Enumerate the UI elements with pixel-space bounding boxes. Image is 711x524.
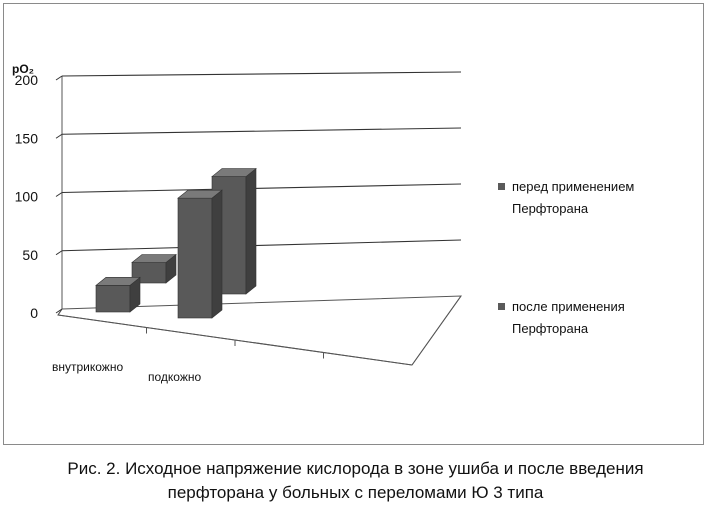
y-tick-mark-50 <box>55 250 63 256</box>
bar-подкожно-before <box>177 189 223 319</box>
legend-label-before-line2: Перфторана <box>512 201 589 216</box>
y-tick-mark-200 <box>55 75 63 81</box>
category-labels: внутрикожно подкожно <box>52 360 201 384</box>
y-tick-labels: 0 50 100 150 200 <box>15 72 39 321</box>
side-wall-edge <box>57 76 63 316</box>
legend-label-after-line1: после применения <box>512 299 625 314</box>
legend-swatch-before <box>498 183 505 190</box>
bars <box>95 167 257 319</box>
gridline-100 <box>61 183 462 194</box>
bar-подкожно-after-side <box>245 167 257 295</box>
y-axis-label: pO₂ <box>12 62 34 76</box>
legend-swatch-after <box>498 303 505 310</box>
y-tick-label-100: 100 <box>15 189 39 205</box>
figure-caption: Рис. 2. Исходное напряжение кислорода в … <box>0 457 711 505</box>
category-label-0: внутрикожно <box>52 360 123 374</box>
bar-внутрикожно-after-top <box>131 254 177 263</box>
caption-line-2: перфторана у больных с переломами Ю 3 ти… <box>167 483 544 502</box>
bar-подкожно-before-side <box>211 189 223 319</box>
caption-line-1: Рис. 2. Исходное напряжение кислорода в … <box>67 459 644 478</box>
chart-walls <box>57 76 462 366</box>
y-tick-mark-150 <box>55 133 63 139</box>
y-tick-label-50: 50 <box>22 247 38 263</box>
legend: перед применением Перфторана после приме… <box>498 179 634 336</box>
y-tick-label-150: 150 <box>15 130 39 146</box>
gridline-50 <box>61 239 462 252</box>
bar-внутрикожно-before-front <box>95 285 131 313</box>
bar-внутрикожно-before-top <box>95 277 141 286</box>
gridline-150 <box>61 127 462 135</box>
bar-подкожно-before-front <box>177 197 213 319</box>
bar-внутрикожно-after <box>131 253 177 284</box>
bar-внутрикожно-before <box>95 276 141 313</box>
chart-frame <box>3 3 704 445</box>
y-tick-label-200: 200 <box>15 72 39 88</box>
bar-подкожно-after <box>211 167 257 295</box>
bar-подкожно-before-top <box>177 189 223 199</box>
floor-right-edge <box>411 295 462 366</box>
y-tick-mark-100 <box>55 192 63 197</box>
y-tick-mark-0 <box>55 308 63 314</box>
y-tick-label-0: 0 <box>30 305 38 321</box>
legend-label-before-line1: перед применением <box>512 179 634 194</box>
bar-подкожно-after-top <box>211 168 257 177</box>
category-label-1: подкожно <box>148 370 201 384</box>
legend-label-after-line2: Перфторана <box>512 321 589 336</box>
gridlines <box>55 71 462 314</box>
gridline-200 <box>61 71 462 77</box>
